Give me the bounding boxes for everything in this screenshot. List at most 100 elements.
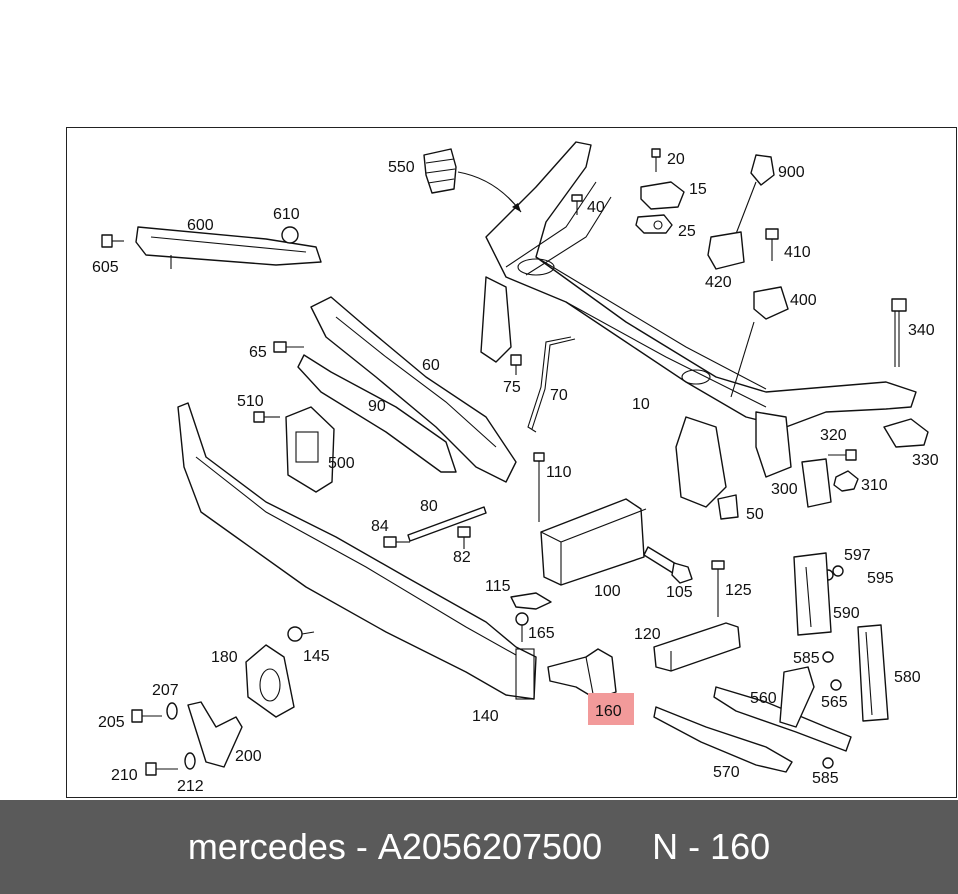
label-900: 900 [778,164,805,181]
label-320: 320 [820,427,847,444]
label-160: 160 [595,703,622,720]
part-60-crossmember [310,296,517,483]
part-600-cover [135,226,322,269]
part-900-tag [733,154,775,240]
label-585a: 585 [793,650,820,667]
label-75: 75 [503,379,521,396]
part-610-clip [281,226,299,244]
part-75-screw [510,354,522,375]
label-590: 590 [833,605,860,622]
part-115-plate [510,592,552,610]
label-600: 600 [187,217,214,234]
highlight-box-160 [588,693,634,725]
label-15: 15 [689,181,707,198]
label-605: 605 [92,259,119,276]
part-120-absorber [653,622,741,672]
part-500-bracket [285,406,335,493]
part-310-nut [833,470,859,492]
part-10-front-module [480,141,917,508]
label-84: 84 [371,518,389,535]
label-205: 205 [98,714,125,731]
part-65-bolt [273,341,304,353]
label-125: 125 [725,582,752,599]
label-100: 100 [594,583,621,600]
label-210: 210 [111,767,138,784]
footer-separator: - [345,826,378,867]
part-125-bolt [711,560,725,617]
label-80: 80 [420,498,438,515]
part-180-bracket [245,644,295,718]
part-300-bracket [801,458,832,508]
part-400-bracket [730,286,789,398]
footer-bar: mercedes - A2056207500 N - 160 [0,800,958,894]
part-100-absorber [540,498,647,586]
label-110: 110 [546,464,572,481]
label-20: 20 [667,151,685,168]
label-70: 70 [550,387,568,404]
part-145-screw [287,626,315,642]
part-565-screw [830,679,842,691]
footer-position: N - 160 [652,826,771,867]
part-25-plate [635,214,673,234]
label-50: 50 [746,506,764,523]
part-84-screw [383,536,410,548]
part-420-bracket [707,231,745,270]
part-160-bracket [547,648,617,700]
label-330: 330 [912,452,939,469]
parts-diagram: 550 20 15 900 40 25 410 420 400 340 600 … [92,141,939,795]
footer-brand: mercedes [187,826,346,867]
part-165-screw [515,612,529,642]
part-330-bracket [883,418,929,448]
label-140: 140 [472,708,499,725]
part-20-screw [651,148,661,172]
part-40-screw [571,194,583,215]
footer-part-number: A2056207500 [377,826,603,867]
part-210-bolt [145,762,178,776]
part-50-clip [717,494,739,520]
label-560: 560 [750,690,777,707]
label-550: 550 [388,159,415,176]
part-560-bracket [713,666,852,752]
label-40: 40 [587,199,605,216]
label-565: 565 [821,694,848,711]
part-580-column [857,624,889,722]
label-570: 570 [713,764,740,781]
part-212-washer [184,752,196,770]
label-340: 340 [908,322,935,339]
part-140-bumper-beam [177,402,537,700]
part-110-bolt [533,452,545,522]
label-115: 115 [485,578,511,595]
part-15-bracket [640,181,685,210]
label-410: 410 [784,244,811,261]
label-165: 165 [528,625,555,642]
part-90-foam [297,354,457,473]
label-310: 310 [861,477,888,494]
part-207-washer [166,702,178,720]
part-80-pin [407,506,487,542]
label-90: 90 [368,398,386,415]
label-10: 10 [632,396,650,413]
part-590-bracket [793,552,832,636]
part-340-bolt [891,298,907,367]
part-105-bolt [643,546,693,584]
label-510: 510 [237,393,264,410]
label-597: 597 [844,547,871,564]
label-585b: 585 [812,770,839,787]
part-70-line [527,336,576,433]
label-82: 82 [453,549,471,566]
part-585a-screw [822,651,834,663]
label-400: 400 [790,292,817,309]
part-510-screw [253,411,280,423]
label-105: 105 [666,584,693,601]
part-205-bolt [131,709,162,723]
part-82-screw [457,526,471,549]
label-200: 200 [235,748,262,765]
label-180: 180 [211,649,238,666]
part-597-clip [832,565,844,577]
part-410-bolt [765,228,779,261]
label-145: 145 [303,648,330,665]
label-120: 120 [634,626,661,643]
part-585b-screw [822,757,834,769]
part-550-bump-stop [423,148,522,213]
part-200-bracket [187,701,243,768]
